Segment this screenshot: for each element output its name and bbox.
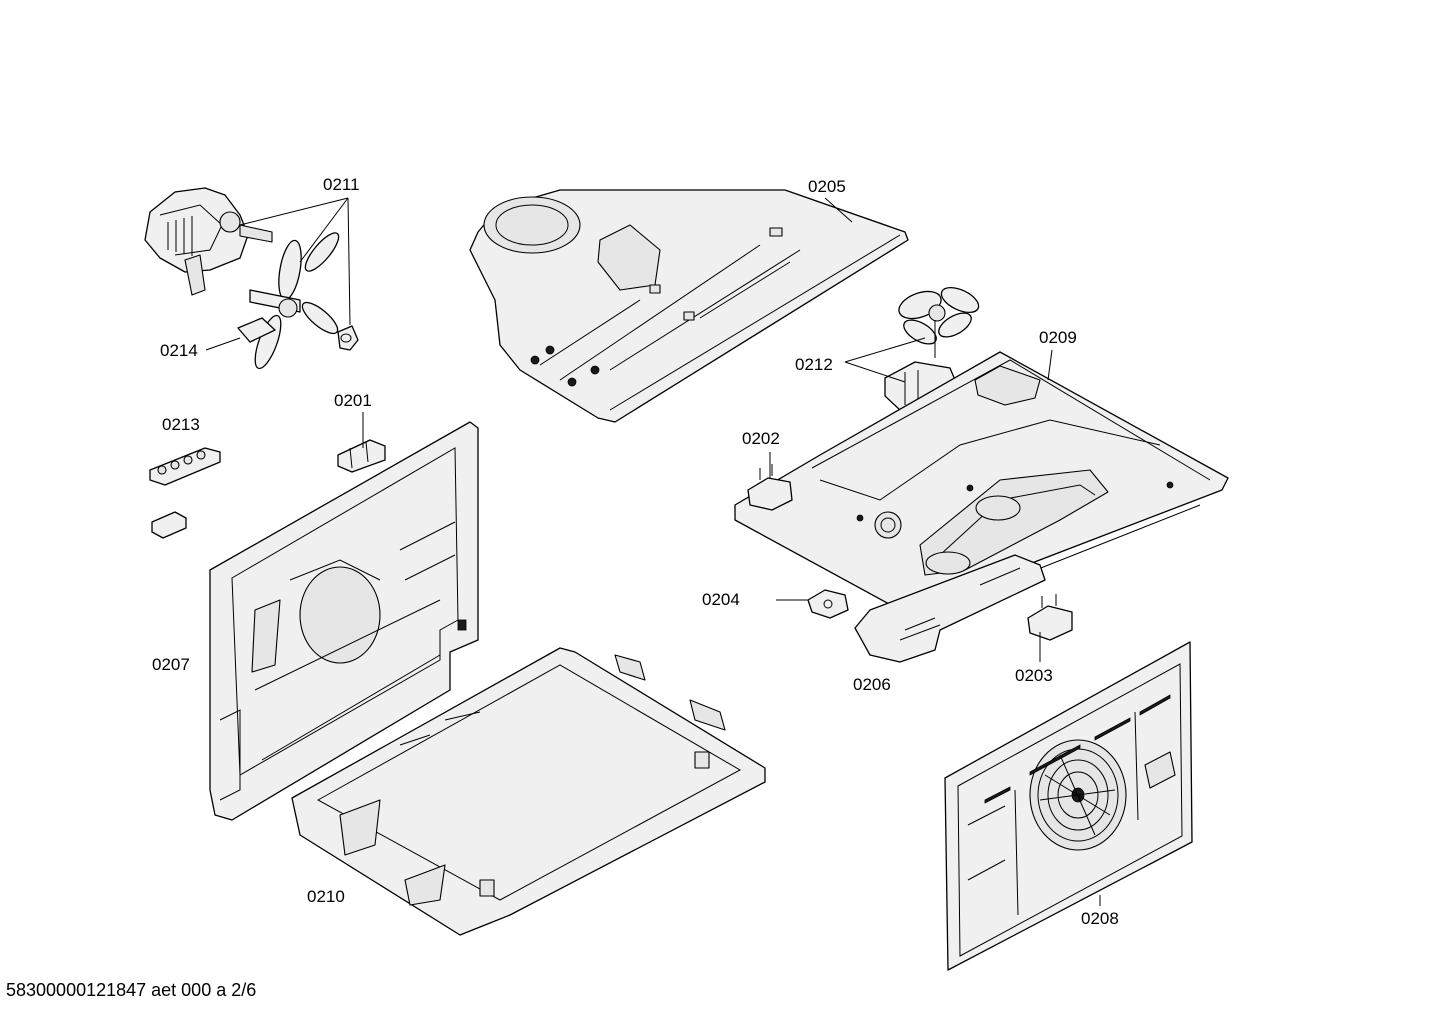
label-0206: 0206 xyxy=(853,675,891,694)
part-0213-terminal-block xyxy=(149,447,221,539)
label-0212: 0212 xyxy=(795,355,833,374)
part-0207-rear-panel xyxy=(209,421,479,821)
part-0214-fan-wheel xyxy=(237,232,340,370)
part-0201-connector xyxy=(337,439,386,473)
document-code: 58300000121847 aet 000 a 2/6 xyxy=(6,980,257,1000)
part-0211-fan-motor xyxy=(144,187,273,296)
label-0214: 0214 xyxy=(160,341,198,360)
part-0206-tray xyxy=(854,554,1046,663)
part-0209-base-plate xyxy=(734,351,1229,611)
label-0203: 0203 xyxy=(1015,666,1053,685)
label-0213: 0213 xyxy=(162,415,200,434)
label-0211: 0211 xyxy=(323,175,360,194)
label-0210: 0210 xyxy=(307,887,345,906)
label-0202: 0202 xyxy=(742,429,780,448)
label-0201: 0201 xyxy=(334,391,372,410)
label-0204: 0204 xyxy=(702,590,740,609)
label-0205: 0205 xyxy=(808,177,846,196)
part-0205-air-duct xyxy=(469,189,909,423)
label-0208: 0208 xyxy=(1081,909,1119,928)
part-0211-nut xyxy=(337,325,359,351)
part-0202-switch xyxy=(747,464,793,511)
label-0209: 0209 xyxy=(1039,328,1077,347)
part-labels: 0211 0214 0205 0212 0209 0202 0201 0213 … xyxy=(152,175,1119,928)
leader-lines xyxy=(205,197,1101,906)
part-0210-bottom-tray xyxy=(291,647,766,936)
label-0207: 0207 xyxy=(152,655,190,674)
part-0208-back-wall xyxy=(944,641,1193,971)
part-0204-clip xyxy=(807,589,849,619)
part-0203-switch xyxy=(1027,594,1073,641)
